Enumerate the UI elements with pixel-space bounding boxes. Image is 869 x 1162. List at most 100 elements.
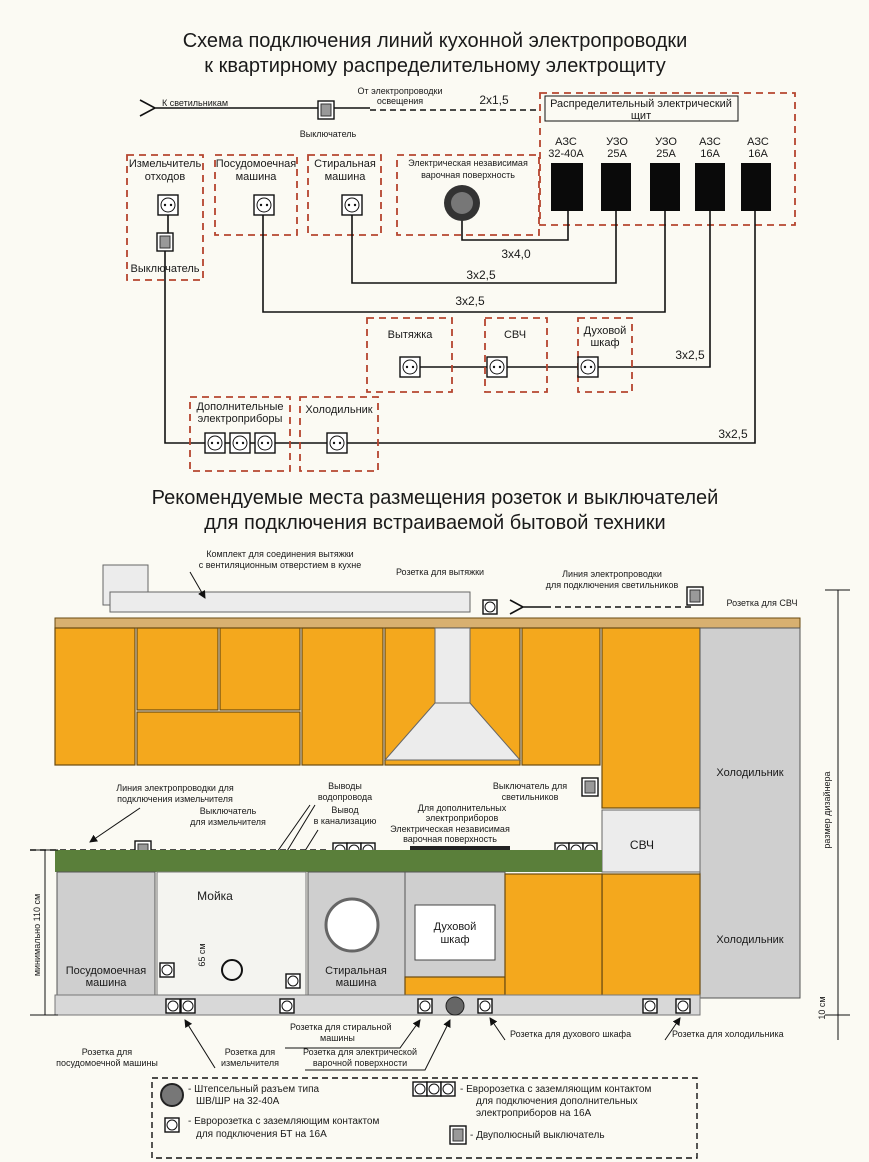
dishwasher-label-2: машина bbox=[236, 171, 278, 183]
socket-icon bbox=[341, 194, 363, 216]
dishwasher-socket-label: Розетка для bbox=[82, 1047, 133, 1057]
breaker-rating: 16А bbox=[700, 148, 720, 160]
switch-legend-icon bbox=[449, 1125, 467, 1145]
shred-line-label: Линия электропроводки для bbox=[116, 783, 234, 793]
washer-socket-label: Розетка для стиральной bbox=[290, 1022, 392, 1032]
to-lights-label: К светильникам bbox=[162, 98, 228, 108]
socket-icon bbox=[326, 432, 348, 454]
breaker-label: АЗС bbox=[555, 136, 577, 148]
distribution-panel-box bbox=[539, 92, 796, 226]
designer-size-label: размер дизайнера bbox=[822, 771, 832, 848]
oven-drawer bbox=[404, 976, 506, 996]
fridge-box bbox=[299, 396, 379, 472]
shredder-label-2: отходов bbox=[145, 171, 186, 183]
dishwasher-label: Посудомоечная bbox=[66, 965, 147, 977]
placement-title-line1: Рекомендуемые места размещения розеток и… bbox=[152, 487, 719, 509]
callout-arrow bbox=[89, 807, 141, 843]
wire-dishwasher bbox=[262, 211, 666, 313]
extra-label-2: электроприборов bbox=[426, 813, 499, 823]
shredder-socket-label-2: измельчителя bbox=[221, 1058, 279, 1068]
upper-cabinet bbox=[54, 627, 136, 766]
fridge-label: Холодильник bbox=[305, 404, 372, 416]
light-line-label-2: для подключения светильников bbox=[546, 580, 679, 590]
dishwasher-label: Посудомоечная bbox=[216, 158, 297, 170]
fridge-socket-label: Розетка для холодильника bbox=[672, 1029, 784, 1039]
microwave bbox=[601, 809, 701, 873]
breaker-label: УЗО bbox=[655, 136, 677, 148]
sewer-label: Вывод bbox=[331, 805, 359, 815]
extra-appliances-box bbox=[189, 396, 291, 472]
callout-arrow bbox=[285, 1019, 421, 1049]
tall-cabinet bbox=[601, 627, 701, 809]
cable-label: 3х2,5 bbox=[675, 348, 705, 362]
hob-socket-label: Розетка для электрической bbox=[303, 1047, 417, 1057]
wire-hood-mw-oven bbox=[410, 211, 711, 368]
mw-label: СВЧ bbox=[504, 329, 526, 341]
washer-door bbox=[324, 897, 380, 953]
hood-chimney bbox=[434, 627, 471, 704]
vent-duct bbox=[109, 591, 471, 613]
water-label-2: водопровода bbox=[318, 792, 372, 802]
dishwasher-socket-label-2: посудомоечной машины bbox=[56, 1058, 158, 1068]
height-10-label: 10 см bbox=[817, 996, 827, 1019]
shred-line-label-2: подключения измельчителя bbox=[117, 794, 233, 804]
sink-label: Мойка bbox=[197, 889, 233, 903]
oven-label-2: шкаф bbox=[440, 934, 469, 946]
light-line-wire bbox=[509, 599, 545, 615]
fridge-label-2: Холодильник bbox=[716, 934, 783, 946]
light-switch-label: Выключатель для bbox=[493, 781, 567, 791]
shred-switch-label: Выключатель bbox=[200, 806, 257, 816]
legend-switch: - Двуполюсный выключатель bbox=[470, 1130, 605, 1141]
hob-label-2: варочная поверхность bbox=[403, 834, 497, 844]
breakers: АЗС 32-40А УЗО 25А УЗО 25А АЗС 16А АЗС 1… bbox=[548, 136, 771, 211]
hob-label: Электрическая независимая bbox=[390, 824, 510, 834]
breaker-rating: 16А bbox=[748, 148, 768, 160]
vent-kit-label-2: с вентиляционным отверстием в кухне bbox=[199, 560, 361, 570]
socket-icon bbox=[254, 432, 276, 454]
washer-box bbox=[307, 154, 382, 236]
socket-icon bbox=[157, 194, 179, 216]
cable-label: 3х2,5 bbox=[466, 268, 496, 282]
cable-light-label: 2х1,5 bbox=[479, 93, 509, 107]
oven-label-2: шкаф bbox=[590, 337, 619, 349]
light-switch-icon bbox=[317, 100, 335, 120]
upper-cabinet bbox=[219, 627, 301, 711]
oven-socket-label: Розетка для духового шкафа bbox=[510, 1029, 631, 1039]
switch-icon bbox=[156, 232, 174, 252]
extra-label: Дополнительные bbox=[196, 401, 283, 413]
panel-title-2: щит bbox=[631, 110, 651, 122]
lower-cabinet bbox=[601, 873, 701, 997]
shredder-box bbox=[126, 154, 204, 281]
breaker-icon bbox=[650, 163, 680, 211]
hob bbox=[410, 846, 510, 850]
socket-icon bbox=[482, 599, 498, 615]
fridge-label: Холодильник bbox=[716, 767, 783, 779]
shred-switch-label-2: для измельчителя bbox=[190, 817, 266, 827]
panel-title-box bbox=[544, 95, 739, 122]
legend-box bbox=[151, 1077, 698, 1159]
upper-cabinet bbox=[136, 627, 219, 711]
wire-washer bbox=[351, 211, 617, 284]
upper-cabinet bbox=[301, 627, 384, 766]
shredder-label: Измельчитель bbox=[129, 158, 202, 170]
shredder-socket-label: Розетка для bbox=[225, 1047, 276, 1057]
hood-box bbox=[366, 317, 453, 393]
callout-arrow bbox=[305, 1019, 451, 1071]
upper-cabinet-top bbox=[54, 617, 801, 629]
switch-icon bbox=[581, 777, 599, 797]
dimension-110 bbox=[30, 849, 58, 1016]
countertop bbox=[55, 850, 602, 872]
power-plug-icon bbox=[444, 185, 480, 221]
scheme-hob-label-2: варочная поверхность bbox=[421, 170, 515, 180]
from-light-label-1: От электропроводки bbox=[357, 86, 442, 96]
fridge-body bbox=[699, 627, 801, 999]
hob-socket-label-2: варочной поверхности bbox=[313, 1058, 407, 1068]
legend-triple-2: для подключения дополнительных bbox=[476, 1096, 638, 1107]
breaker-icon bbox=[551, 163, 583, 211]
breaker-rating: 25А bbox=[656, 148, 676, 160]
hood-label: Вытяжка bbox=[388, 329, 434, 341]
breaker-icon bbox=[695, 163, 725, 211]
scheme-title-line2: к квартирному распределительному электро… bbox=[204, 55, 665, 77]
plinth-sockets bbox=[159, 962, 691, 1016]
